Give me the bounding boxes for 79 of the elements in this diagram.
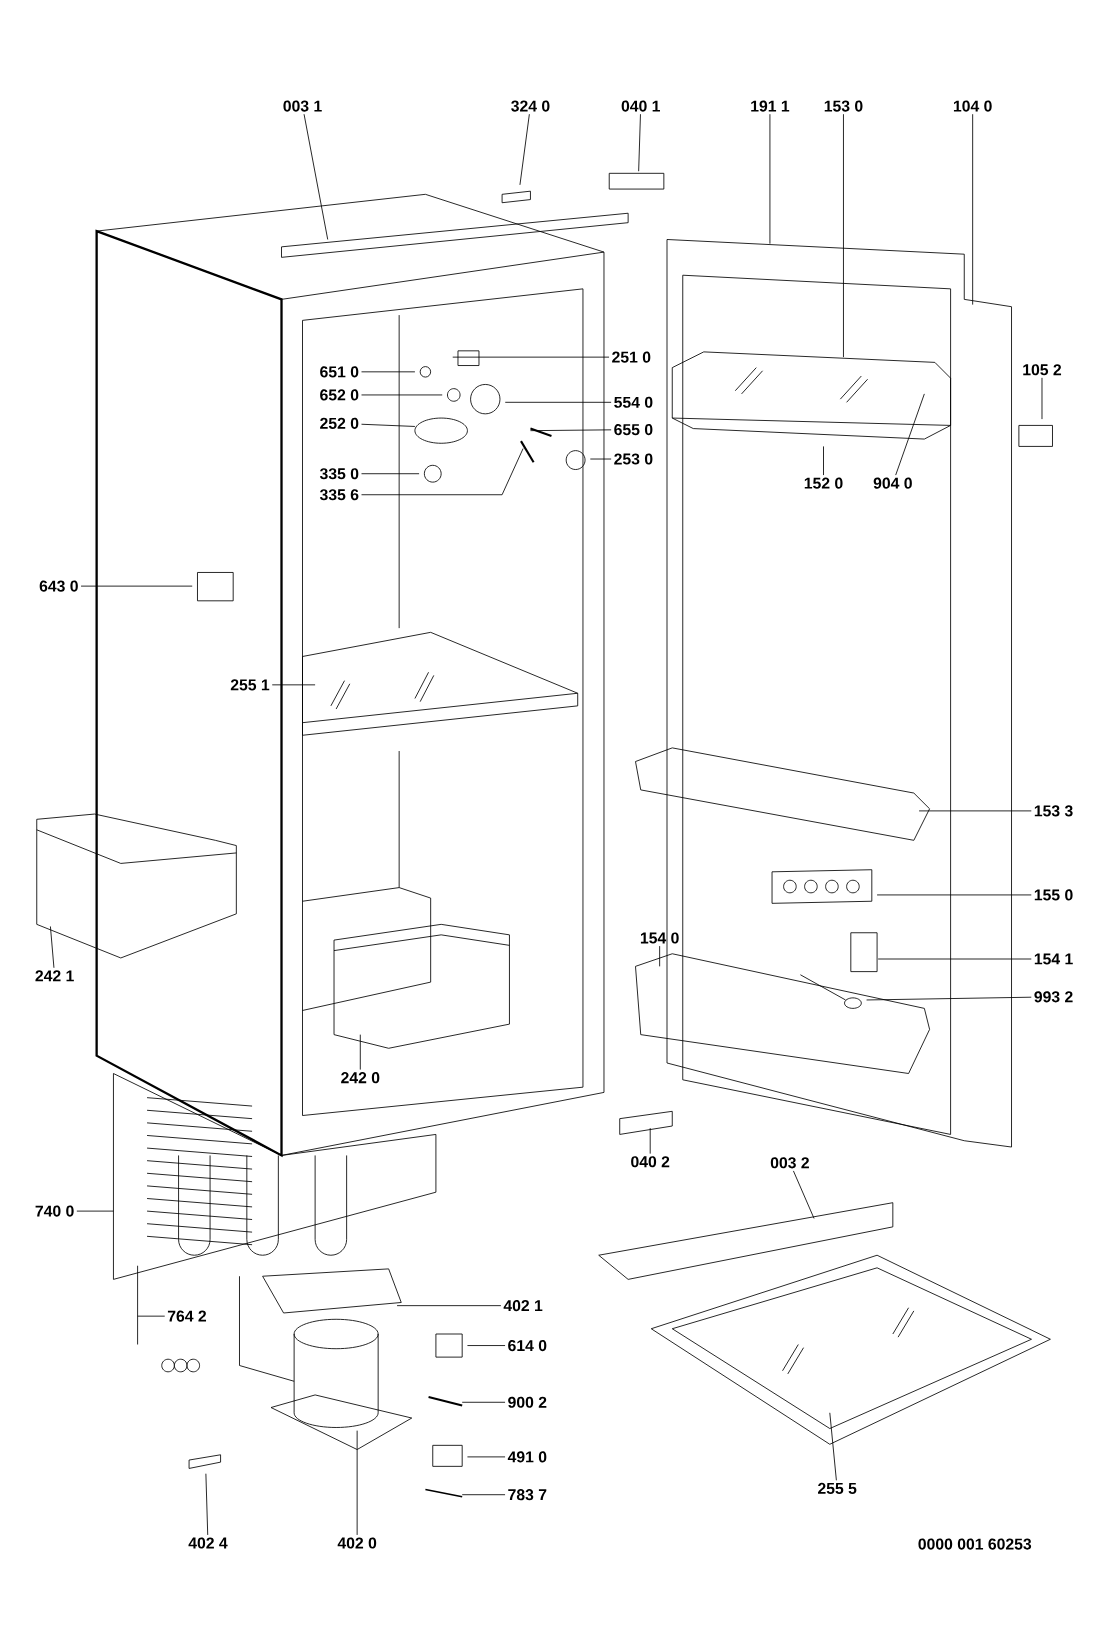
- callout-number: 402 4: [188, 1537, 228, 1549]
- leader-line: [461, 1401, 506, 1403]
- leader-line: [504, 401, 612, 403]
- leader-line: [918, 810, 1032, 812]
- callout-number: 764 2: [168, 1310, 207, 1322]
- leader-line: [361, 473, 420, 475]
- leader-line: [361, 423, 416, 427]
- leader-line: [519, 113, 530, 186]
- leader-line: [659, 945, 661, 967]
- callout-number: 554 0: [614, 396, 653, 408]
- callout-number: 652 0: [320, 389, 359, 401]
- callout-number: 242 0: [341, 1072, 380, 1084]
- callout-number: 105 2: [1023, 364, 1062, 376]
- callout-number: 643 0: [39, 580, 78, 592]
- leader-line: [50, 926, 55, 969]
- callout-number: 153 0: [824, 100, 863, 112]
- leader-line: [843, 113, 844, 358]
- callout-number: 040 2: [631, 1156, 670, 1168]
- leader-line: [972, 113, 974, 306]
- leader-line: [137, 1315, 166, 1317]
- leader-line: [356, 1430, 358, 1536]
- leader-line: [866, 996, 1032, 1001]
- callout-number: 255 5: [818, 1482, 857, 1494]
- leader-line: [461, 1494, 506, 1496]
- leader-line: [360, 1034, 361, 1071]
- leader-line: [823, 446, 825, 476]
- callout-number: 900 2: [508, 1396, 547, 1408]
- callout-number: 003 2: [770, 1157, 810, 1169]
- callout-number: 614 0: [508, 1339, 547, 1352]
- callout-number: 252 0: [320, 417, 359, 429]
- leader-line: [467, 1456, 506, 1458]
- callout-number: 255 1: [230, 679, 270, 691]
- callout-number: 651 0: [320, 366, 359, 378]
- callout-number: 040 1: [621, 100, 661, 112]
- callout-number: 491 0: [507, 1451, 547, 1463]
- callout-number: 402 1: [503, 1300, 543, 1312]
- callout-number: 251 0: [612, 351, 651, 363]
- callout-number: 153 3: [1034, 805, 1073, 817]
- callout-number: 154 0: [641, 932, 679, 944]
- callout-number: 324 0: [511, 100, 550, 112]
- leader-line: [361, 371, 416, 373]
- leader-line: [205, 1473, 209, 1536]
- leader-line: [303, 113, 329, 240]
- leader-line: [80, 585, 193, 587]
- callout-number: 904 0: [873, 477, 912, 489]
- leader-line: [530, 429, 612, 432]
- leader-line: [829, 1412, 837, 1481]
- callout-number: 783 7: [508, 1489, 547, 1501]
- callout-number: 993 2: [1034, 991, 1073, 1003]
- leader-line: [793, 1170, 815, 1219]
- leader-line: [638, 113, 641, 172]
- callout-number: 152 0: [804, 477, 843, 489]
- callout-number: 402 0: [337, 1537, 377, 1549]
- callout-number: 154 1: [1034, 953, 1073, 965]
- leader-line: [76, 1210, 114, 1212]
- leader-line: [361, 448, 524, 496]
- callout-number: 253 0: [614, 453, 653, 465]
- callout-number: 104 0: [954, 100, 992, 112]
- leader-line: [452, 356, 610, 358]
- callout-number: 335 0: [320, 468, 359, 480]
- leader-line: [877, 958, 1032, 960]
- leader-line: [590, 458, 612, 460]
- callout-number: 191 1: [751, 100, 790, 112]
- callout-number: 003 1: [283, 100, 322, 112]
- leader-line: [271, 684, 316, 686]
- leader-line: [769, 113, 771, 245]
- leader-line: [1041, 377, 1043, 420]
- callout-number: 335 6: [320, 489, 359, 501]
- leader-line: [649, 1127, 651, 1155]
- leader-line: [876, 894, 1032, 896]
- leader-line: [895, 393, 925, 476]
- callout-number: 740 0: [35, 1205, 74, 1217]
- leader-line: [361, 394, 443, 396]
- callout-number: 655 0: [614, 424, 653, 436]
- leader-line: [396, 1305, 502, 1307]
- callout-number: 155 0: [1034, 889, 1073, 901]
- leader-line: [467, 1345, 506, 1346]
- callout-number: 242 1: [35, 970, 74, 982]
- drawing-number: 0000 001 60253: [918, 1538, 1032, 1550]
